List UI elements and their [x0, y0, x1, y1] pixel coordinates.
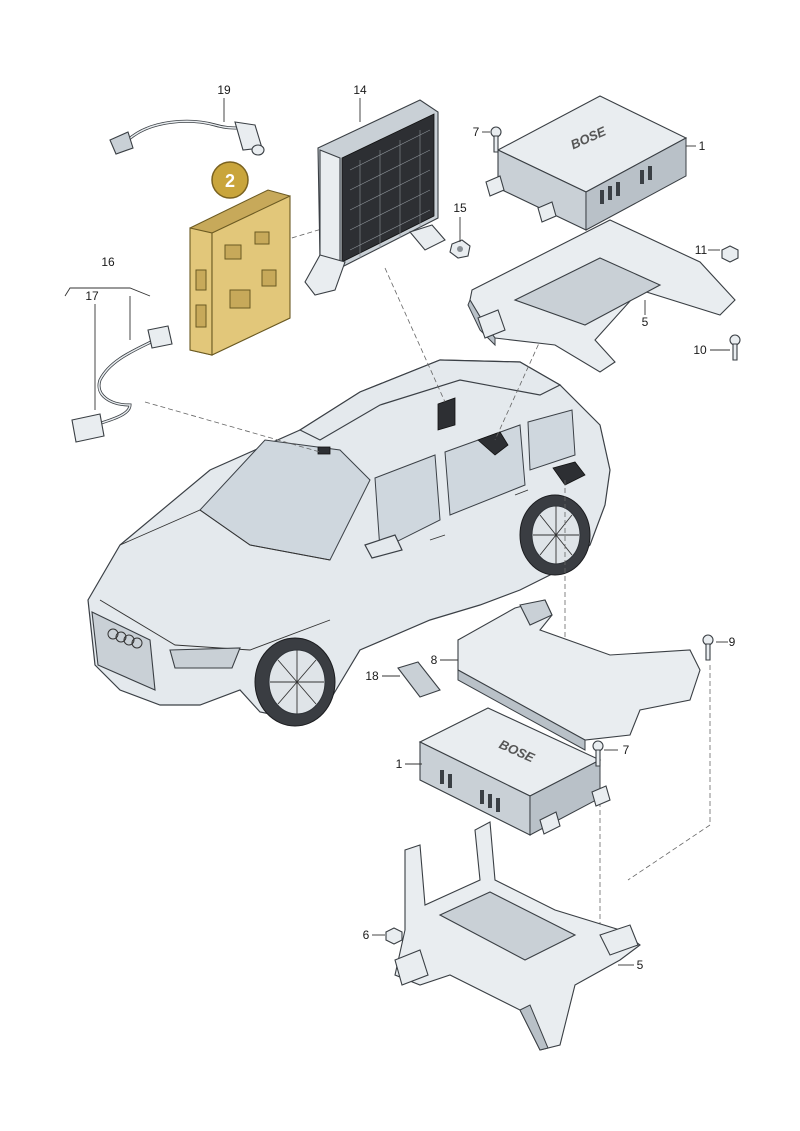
callout-19: 19 — [217, 83, 231, 97]
callout-1-upper: 1 — [699, 139, 706, 153]
highlight-badge: 2 — [211, 161, 249, 199]
callout-5-lower: 5 — [637, 958, 644, 972]
part-11-nut — [721, 245, 739, 263]
part-16-bracket-marker — [64, 287, 151, 297]
callout-7-lower: 7 — [623, 743, 630, 757]
part-5-bracket-upper — [467, 219, 736, 373]
location-marker-rear — [477, 431, 509, 456]
part-1-amplifier-upper: BOSE — [485, 95, 688, 231]
part-2-control-module-highlighted — [189, 189, 291, 356]
callout-1-lower: 1 — [396, 757, 403, 771]
callout-11: 11 — [695, 243, 708, 257]
part-15-nut — [449, 239, 471, 259]
part-19-antenna-cable — [109, 119, 265, 156]
callout-14: 14 — [353, 83, 367, 97]
callout-8: 8 — [431, 653, 438, 667]
callout-17: 17 — [85, 289, 99, 303]
part-7-screw-lower — [592, 740, 604, 767]
audi-rings-logo — [107, 628, 143, 649]
callout-6: 6 — [363, 928, 370, 942]
part-1-amplifier-lower: BOSE — [418, 707, 611, 836]
svg-text:2: 2 — [225, 171, 235, 191]
callout-labels: 19 14 15 7 1 11 5 10 16 17 8 9 18 7 1 6 … — [85, 83, 735, 972]
callout-15: 15 — [453, 201, 467, 215]
car-body — [87, 359, 611, 727]
leader-lines — [94, 98, 730, 966]
part-17-wiring-harness — [71, 325, 173, 443]
callout-18: 18 — [365, 669, 379, 683]
location-marker-antenna — [317, 446, 331, 455]
part-8-cover-plate — [457, 599, 701, 751]
part-6-nut — [385, 927, 403, 945]
part-14-speaker-grille — [304, 99, 446, 296]
callout-7-upper: 7 — [473, 125, 480, 139]
location-marker-roof — [437, 397, 456, 431]
part-7-screw-upper — [490, 126, 502, 153]
front-wheel — [254, 637, 336, 727]
callout-5-upper: 5 — [642, 315, 649, 329]
part-18-adhesive-pad — [397, 661, 441, 698]
callout-16: 16 — [101, 255, 115, 269]
connection-lines — [144, 224, 711, 945]
part-5-bracket-lower — [394, 821, 641, 1051]
part-9-screw — [702, 634, 714, 661]
callout-9: 9 — [729, 635, 736, 649]
rear-wheel — [519, 494, 591, 576]
location-marker-cargo — [552, 461, 586, 486]
part-10-screw — [729, 334, 741, 361]
callout-10: 10 — [693, 343, 707, 357]
